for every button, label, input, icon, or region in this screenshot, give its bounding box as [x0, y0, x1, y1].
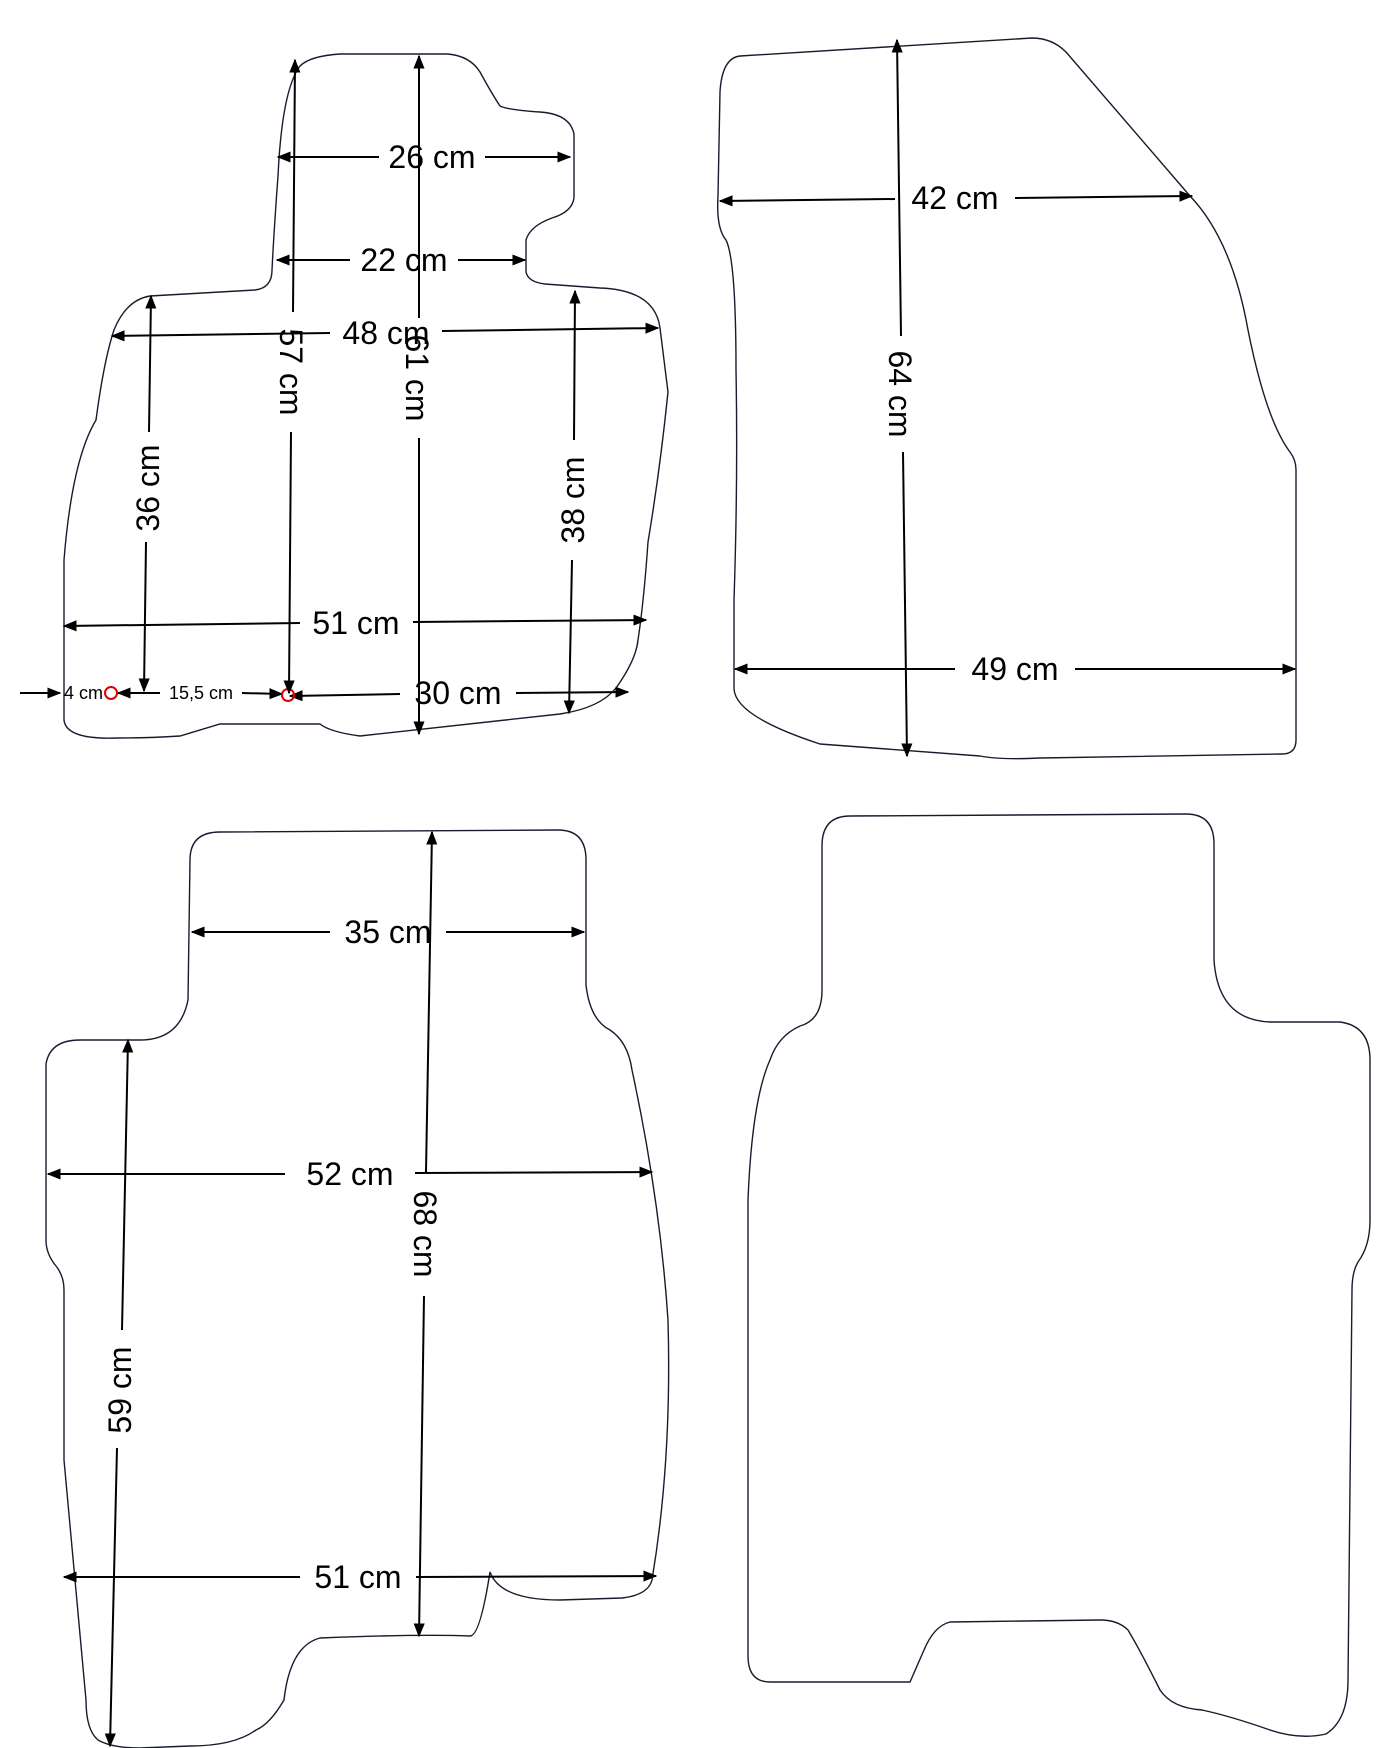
dim-label-22: 22 cm	[360, 242, 447, 278]
dim-line-59-bottom	[104, 1447, 118, 1748]
dim-label-49: 49 cm	[971, 651, 1058, 687]
dim-line-51-right	[412, 614, 648, 626]
dim-label-48: 48 cm	[342, 315, 429, 351]
dim-line-42-left	[718, 195, 896, 207]
dim-line-57-top	[289, 58, 301, 313]
front-right-mat-outline	[716, 37, 1297, 760]
front-right-mat: 42 cm 64 cm 49 cm	[716, 37, 1297, 760]
dim-label-42: 42 cm	[911, 180, 998, 216]
dim-line-64-bottom	[901, 451, 913, 758]
dim-line-38-bottom	[563, 559, 575, 715]
dim-line-30-right	[515, 686, 630, 698]
dim-line-52-right	[414, 1166, 654, 1178]
dim-line-64-top	[891, 38, 903, 337]
anchor-marker-left	[104, 686, 118, 700]
front-left-mat-outline	[63, 53, 669, 739]
dim-label-15-5: 15,5 cm	[169, 683, 233, 703]
dim-label-61: 61 cm	[399, 334, 435, 421]
dim-label-51-front: 51 cm	[312, 605, 399, 641]
dim-label-51-rear: 51 cm	[314, 1559, 401, 1595]
dim-label-64: 64 cm	[882, 350, 918, 437]
dim-label-35: 35 cm	[344, 914, 431, 950]
dim-label-57: 57 cm	[273, 328, 309, 415]
dim-line-30-left	[288, 690, 401, 702]
dim-label-68: 68 cm	[407, 1190, 443, 1277]
dim-line-51-left	[62, 620, 301, 632]
dim-line-48-right	[441, 322, 660, 334]
dim-label-59: 59 cm	[102, 1346, 138, 1433]
dim-label-26: 26 cm	[388, 139, 475, 175]
dim-label-52: 52 cm	[306, 1156, 393, 1192]
dim-line-57-bottom	[283, 431, 295, 695]
dim-label-30: 30 cm	[414, 675, 501, 711]
front-left-mat: 26 cm 22 cm 48 cm 51 cm 30 cm 15,5 cm 4 …	[20, 53, 669, 739]
rear-right-mat-outline	[747, 813, 1371, 1737]
rear-right-mat	[747, 813, 1371, 1737]
dim-label-38: 38 cm	[555, 456, 591, 543]
dim-line-38-top	[569, 289, 581, 441]
dim-line-48-left	[110, 330, 331, 342]
dim-line-36-bottom	[138, 541, 150, 693]
rear-left-mat: 35 cm 52 cm 68 cm 59 cm 51 cm	[45, 829, 670, 1748]
dim-label-36: 36 cm	[130, 444, 166, 531]
dim-line-155-right	[241, 688, 284, 700]
dim-line-36-top	[145, 294, 157, 433]
dim-line-68-bottom	[413, 1295, 425, 1638]
dim-line-51-rear-right	[415, 1570, 658, 1582]
dim-line-59-top	[121, 1038, 134, 1331]
dim-line-42-right	[1014, 190, 1194, 202]
rear-left-mat-outline	[45, 829, 670, 1748]
dim-label-4: 4 cm	[64, 683, 103, 703]
dim-line-68-top	[425, 830, 438, 1173]
